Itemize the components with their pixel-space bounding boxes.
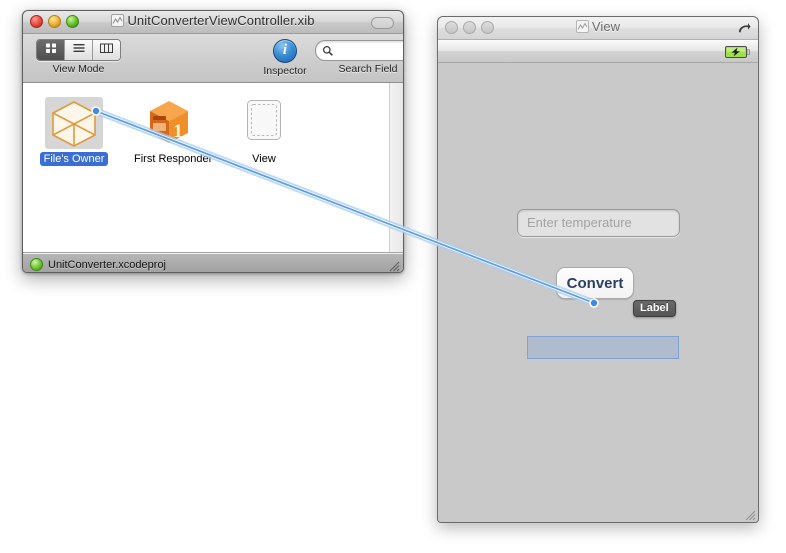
close-button[interactable]: [30, 15, 43, 28]
resize-grip-icon[interactable]: [743, 508, 756, 521]
status-text: UnitConverter.xcodeproj: [48, 258, 167, 271]
wireframe-cube-icon: [45, 97, 103, 149]
list-view-segment[interactable]: [65, 40, 93, 60]
grid-icon: [44, 41, 58, 60]
object-label-files-owner: File's Owner: [39, 152, 109, 166]
temperature-input[interactable]: Enter temperature: [517, 209, 680, 237]
convert-button-label: Convert: [566, 274, 624, 292]
list-icon: [72, 41, 86, 60]
object-view[interactable]: View: [225, 97, 303, 167]
window-controls: [30, 15, 79, 28]
search-icon: [322, 44, 334, 56]
search-group: Search Field: [315, 40, 403, 75]
empty-view-icon: [235, 97, 293, 149]
object-label-first-responder: First Responder: [134, 153, 213, 165]
resume-arrow-icon[interactable]: [737, 22, 751, 35]
result-label[interactable]: [527, 336, 679, 359]
inspector-group: i Inspector: [253, 39, 317, 77]
xib-document-icon: [111, 14, 125, 27]
vertical-scrollbar[interactable]: [389, 83, 403, 252]
green-status-dot: [30, 258, 43, 271]
inspector-button[interactable]: i: [273, 39, 297, 63]
icon-view-segment[interactable]: [37, 40, 65, 60]
ios-status-bar: [438, 40, 758, 63]
view-window-controls: [445, 21, 494, 34]
object-first-responder[interactable]: 1 First Responder: [130, 97, 212, 167]
battery-charging-icon: [725, 45, 750, 58]
svg-text:1: 1: [173, 121, 183, 142]
document-title-text: UnitConverterViewController.xib: [127, 13, 315, 28]
document-statusbar: UnitConverter.xcodeproj: [23, 253, 403, 272]
object-label-view: View: [252, 153, 276, 165]
resize-grip-icon[interactable]: [387, 259, 400, 272]
search-input[interactable]: [337, 42, 403, 60]
minimize-button[interactable]: [48, 15, 61, 28]
document-title: UnitConverterViewController.xib: [23, 13, 403, 28]
temperature-input-placeholder: Enter temperature: [527, 215, 632, 230]
objects-canvas[interactable]: File's Owner 1 First Responder: [23, 83, 403, 253]
close-button[interactable]: [445, 21, 458, 34]
zoom-button[interactable]: [66, 15, 79, 28]
xib-document-icon: [575, 20, 589, 33]
object-files-owner[interactable]: File's Owner: [35, 97, 113, 167]
connection-tooltip: Label: [633, 300, 676, 317]
xib-document-window[interactable]: UnitConverterViewController.xib: [22, 10, 404, 273]
search-caption: Search Field: [338, 63, 398, 75]
ios-view-canvas[interactable]: Enter temperature Convert: [438, 63, 758, 522]
toolbar-toggle-button[interactable]: [371, 17, 394, 29]
view-mode-group: View Mode: [36, 39, 121, 75]
columns-icon: [99, 41, 114, 60]
convert-button[interactable]: Convert: [556, 267, 634, 299]
orange-cube-one-icon: 1: [140, 97, 198, 149]
view-window[interactable]: View Enter temperature: [437, 16, 759, 523]
minimize-button[interactable]: [463, 21, 476, 34]
info-icon-glyph: i: [282, 42, 288, 58]
column-view-segment[interactable]: [93, 40, 120, 60]
view-titlebar[interactable]: View: [438, 17, 758, 40]
view-mode-segmented-control[interactable]: [36, 39, 121, 61]
inspector-caption: Inspector: [263, 65, 307, 77]
view-title-text: View: [591, 19, 621, 34]
document-titlebar[interactable]: UnitConverterViewController.xib: [23, 11, 403, 34]
search-field[interactable]: [315, 40, 403, 61]
document-toolbar: View Mode i Inspector: [23, 34, 403, 83]
zoom-button[interactable]: [481, 21, 494, 34]
view-mode-caption: View Mode: [52, 63, 105, 75]
